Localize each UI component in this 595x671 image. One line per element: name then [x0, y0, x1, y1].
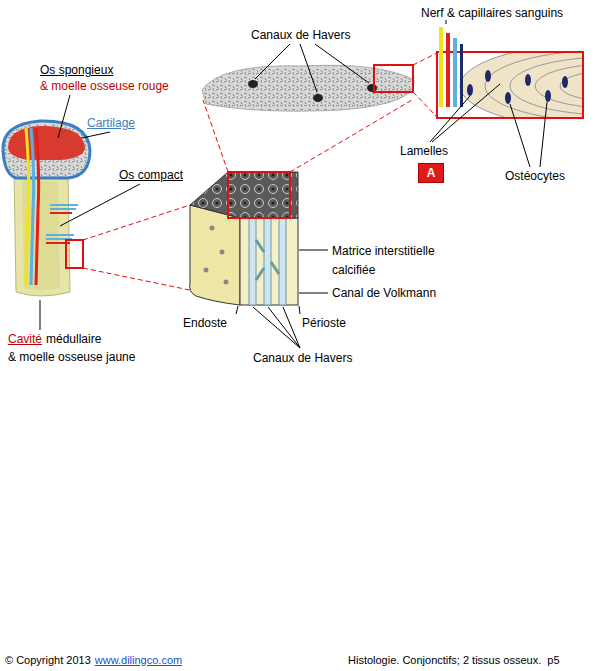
drawing-path [3, 121, 90, 178]
drawing-rect [453, 38, 457, 107]
drawing-path [82, 132, 110, 138]
drawing-path [190, 205, 240, 305]
label: Canaux de Havers [251, 28, 350, 42]
drawing-ellipse [460, 53, 582, 117]
drawing-path [202, 65, 414, 111]
drawing-ellipse [313, 94, 323, 102]
drawing-path [203, 100, 228, 172]
drawing-path [8, 126, 85, 160]
leader-lines [255, 44, 369, 92]
drawing-rect [66, 240, 83, 268]
drawing-ellipse [560, 71, 582, 101]
part-label: Matrice interstitielle calcifiée [332, 242, 464, 280]
label: Nerf & capillaires sanguins [421, 6, 563, 20]
drawing-path [446, 20, 447, 24]
drawing-path [40, 300, 41, 330]
drawing-rect [279, 218, 286, 305]
callout-box: A [418, 163, 444, 183]
compact-bone-block [190, 172, 298, 305]
drawing-rect [460, 44, 463, 107]
drawing-ellipse [525, 74, 531, 86]
part-label: Ostéocytes [505, 169, 565, 183]
drawing-rect [439, 27, 443, 107]
drawing-path [430, 84, 500, 142]
drawing-circle [220, 250, 225, 255]
drawing-path [299, 293, 328, 294]
drawing-ellipse [545, 90, 551, 102]
part-label: Canaux de Havers [253, 351, 352, 365]
part-label: Lamelles [400, 144, 448, 158]
drawing-path [46, 213, 72, 243]
part-label: Périoste [302, 316, 346, 330]
drawing-circle [204, 268, 209, 273]
drawing-path [299, 306, 300, 314]
part-label: & moelle osseuse jaune [8, 350, 135, 364]
drawing-path [31, 128, 34, 285]
drawing-g [460, 53, 582, 117]
drawing-path [58, 95, 70, 138]
drawing-rect [240, 218, 298, 305]
leader-lines [236, 250, 328, 348]
drawing-rect [228, 172, 290, 218]
drawing-path [413, 53, 437, 65]
drawing-ellipse [467, 84, 473, 96]
drawing-path [190, 172, 298, 218]
drawing-path [36, 128, 39, 285]
drawing-rect [374, 65, 413, 92]
drawing-path [83, 205, 190, 240]
drawing-circle [210, 226, 215, 231]
drawing-path [255, 44, 369, 92]
leader-lines [40, 95, 140, 330]
drawing-rect [446, 33, 450, 107]
part-label: Os spongieux [40, 63, 113, 77]
drawing-path [14, 170, 70, 296]
drawing-path [299, 250, 328, 251]
drawing-rect [249, 218, 256, 305]
copyright-note: © Copyright 2013 [5, 653, 91, 667]
drawing-ellipse [505, 92, 511, 104]
part-label: Cavité [8, 332, 42, 346]
drawing-circle [224, 280, 229, 285]
drawing-rect [264, 218, 271, 305]
drawing-ellipse [485, 70, 491, 82]
drawing-ellipse [535, 64, 582, 108]
drawing-path [413, 92, 437, 117]
drawing-ellipse [510, 57, 582, 115]
part-label: Endoste [183, 316, 227, 330]
drawing-path [253, 307, 300, 348]
page-footer: Histologie. Conjonctifs; 2 tissus osseux… [348, 653, 560, 667]
drawing-path [236, 306, 238, 314]
part-label: médullaire [46, 332, 101, 346]
callout-letter: A [419, 166, 443, 180]
website-link: www.dilingco.com [95, 653, 182, 667]
drawing-ellipse [367, 84, 377, 92]
drawing-path [256, 240, 279, 280]
osteon-section [202, 65, 414, 111]
drawing-ellipse [248, 80, 258, 88]
long-bone [3, 121, 90, 296]
part-label: Cartilage [87, 116, 135, 130]
part-label: & moelle osseuse rouge [40, 79, 169, 93]
drawing-path [510, 102, 547, 167]
drawing-path [26, 128, 29, 285]
drawing-path [60, 184, 140, 226]
drawing-ellipse [562, 76, 568, 88]
part-label: Canal de Volkmann [332, 286, 436, 300]
drawing-path [46, 205, 78, 239]
lamellae-zoom [437, 27, 595, 130]
part-label: Os compact [119, 168, 183, 182]
